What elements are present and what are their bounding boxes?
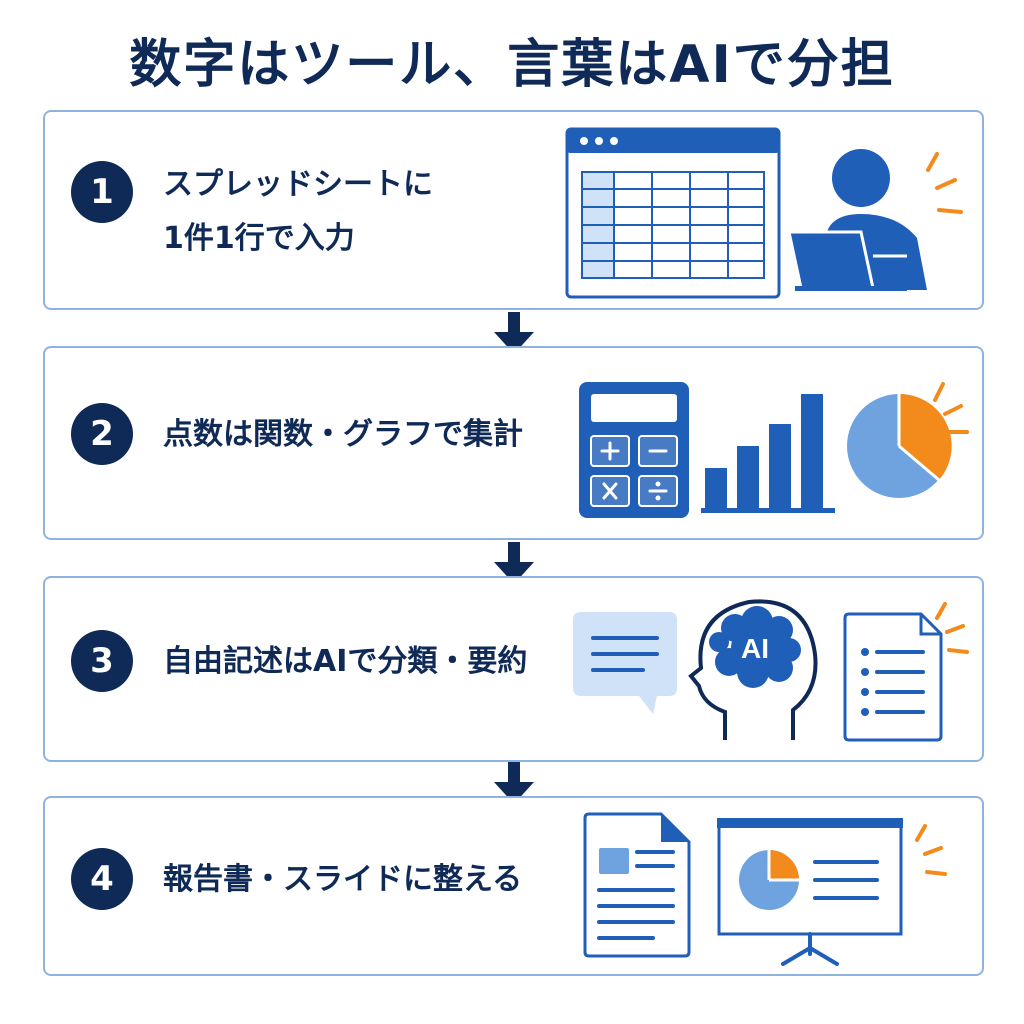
step-card-1: 1 スプレッドシートに 1件1行で入力 [43,110,984,310]
bar-chart-icon [701,394,835,513]
step-label-1: スプレッドシートに 1件1行で入力 [163,158,433,266]
step-label-3-line-1: 自由記述はAIで分類・要約 [163,644,528,679]
down-arrow-icon [494,312,534,354]
presentation-screen-icon [717,818,947,966]
step-number-4: 4 [71,848,133,910]
step-label-4-line-1: 報告書・スライドに整える [163,862,523,897]
person-laptop-icon [787,149,963,291]
step-label-2: 点数は関数・グラフで集計 [163,408,523,462]
down-arrow-icon [494,542,534,584]
ai-head-label: AI [741,633,769,664]
page-title: 数字はツール、言葉はAIで分担 [129,35,895,95]
step-number-2: 2 [71,403,133,465]
pie-chart-icon [847,382,969,498]
step-number-1: 1 [71,161,133,223]
document-list-icon [843,602,969,742]
step-card-4: 4 報告書・スライドに整える [43,796,984,976]
step-label-1-line-2: 1件1行で入力 [163,221,355,256]
ai-head-icon: AI [688,599,818,740]
step-label-3: 自由記述はAIで分類・要約 [163,635,527,689]
report-document-icon [583,812,691,958]
step-label-2-line-1: 点数は関数・グラフで集計 [163,417,523,452]
spreadsheet-icon [565,127,781,299]
calculator-icon [579,382,689,518]
down-arrow-icon [494,762,534,804]
step-card-2: 2 点数は関数・グラフで集計 [43,346,984,540]
step-number-3: 3 [71,630,133,692]
chat-bubble-icon [573,612,677,714]
step-label-4: 報告書・スライドに整える [163,853,522,907]
step-card-3: 3 自由記述はAIで分類・要約 AI [43,576,984,762]
step-label-1-line-1: スプレッドシートに [163,167,433,202]
